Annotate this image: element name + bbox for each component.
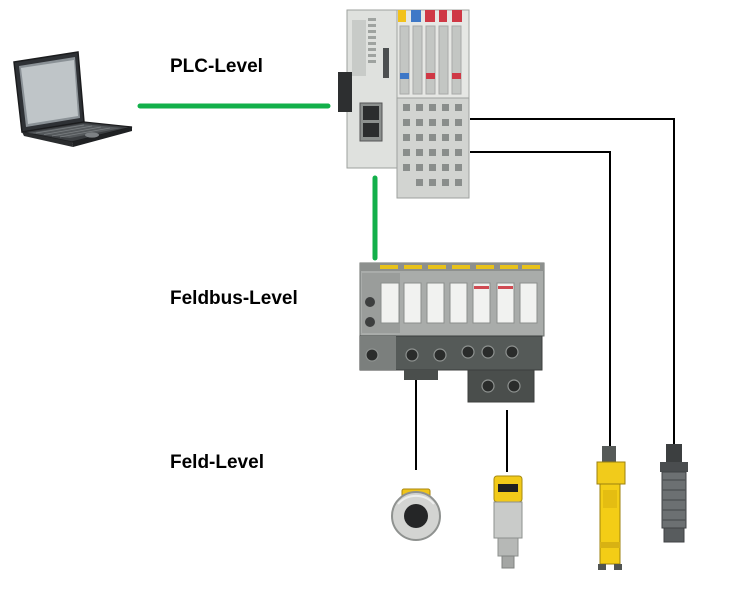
fieldbus-module-icon [359, 262, 545, 403]
light-grid-sensor-icon [596, 446, 626, 570]
laptop-icon [13, 51, 133, 147]
connections [137, 103, 675, 472]
feldbus-level-label: Feldbus-Level [170, 288, 298, 309]
pressure-sensor-icon [493, 475, 523, 569]
plc-controller-icon [338, 9, 470, 199]
ring-sensor-icon [391, 488, 441, 541]
wire-plc-light-grid [470, 151, 611, 446]
plc-level-label: PLC-Level [170, 56, 263, 77]
inductive-sensor-icon [660, 444, 688, 543]
feld-level-label: Feld-Level [170, 452, 264, 473]
wire-plc-inductive-sensor [470, 118, 675, 444]
